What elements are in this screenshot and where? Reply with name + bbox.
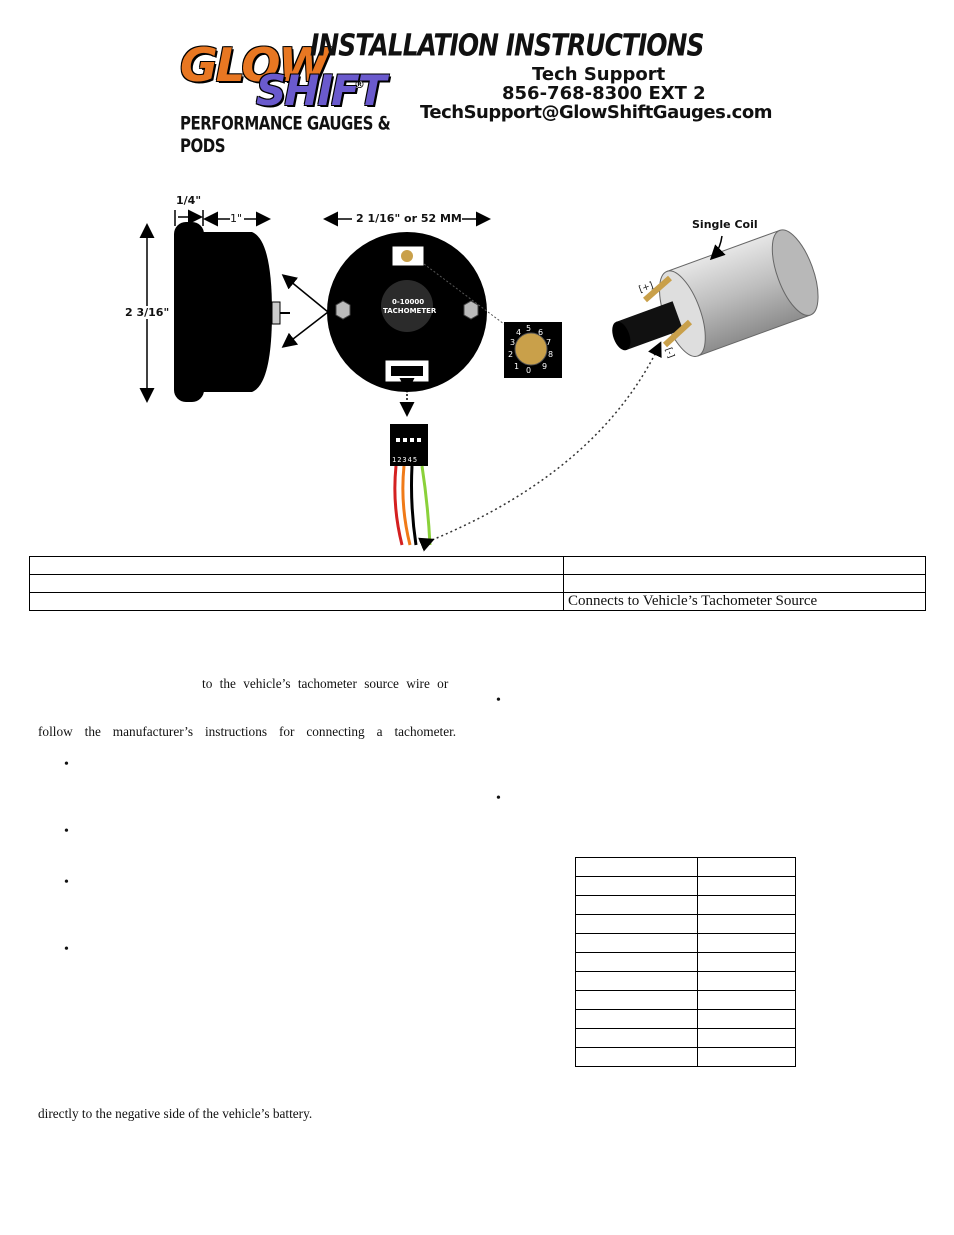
table-cell <box>697 857 796 877</box>
gauge-range-label: 0-10000 <box>392 298 425 306</box>
table-cell <box>29 592 564 611</box>
table-cell <box>575 971 698 991</box>
dial-number: 4 <box>516 328 522 337</box>
table-cell <box>697 1009 796 1029</box>
table-cell <box>575 952 698 972</box>
logo-shift-text: SHIFT <box>256 66 386 115</box>
connector-pins-label: 12345 <box>392 456 419 464</box>
bullet-marker: • <box>64 824 69 839</box>
table-cell: Connects to Vehicle’s Tachometer Source <box>563 592 926 611</box>
bullet-marker: • <box>496 791 501 806</box>
wires <box>393 465 432 546</box>
coil-label-arrow <box>709 235 726 261</box>
table-cell <box>563 574 926 593</box>
table-row: Connects to Vehicle’s Tachometer Source <box>29 592 926 611</box>
table-cell <box>29 556 564 575</box>
table-cell <box>697 1047 796 1067</box>
dial-number: 3 <box>510 338 516 347</box>
table-cell <box>697 971 796 991</box>
table-row <box>575 876 796 896</box>
table-row <box>575 895 796 915</box>
table-row <box>29 574 926 593</box>
bullet-marker: • <box>64 942 69 957</box>
table-cell <box>575 1028 698 1048</box>
table-row <box>575 952 796 972</box>
page-title: INSTALLATION INSTRUCTIONS <box>310 28 704 63</box>
rpm-setting-table <box>575 857 796 1067</box>
instruction-line-2: follow the manufacturer’s instructions f… <box>38 724 457 739</box>
dial-number: 0 <box>526 366 532 375</box>
support-email: TechSupport@GlowShiftGauges.com <box>420 102 772 123</box>
dial-number: 5 <box>526 324 532 333</box>
bullet-marker: • <box>496 693 501 708</box>
support-label: Tech Support <box>532 64 666 85</box>
logo: GLOW SHIFT ® PERFORMANCE GAUGES & PODS <box>178 38 418 157</box>
dim-diameter-label: 2 1/16" or 52 MM <box>356 212 462 225</box>
ignition-coil <box>612 229 819 357</box>
logo-glow-text: GLOW <box>180 38 329 92</box>
table-row <box>575 990 796 1010</box>
table-cell <box>575 857 698 877</box>
table-row <box>29 556 926 575</box>
table-row <box>575 914 796 934</box>
table-cell <box>575 1047 698 1067</box>
table-row <box>575 1028 796 1048</box>
table-cell <box>29 574 564 593</box>
table-cell <box>697 895 796 915</box>
table-cell <box>575 895 698 915</box>
table-cell <box>697 952 796 972</box>
bullet-marker: • <box>64 757 69 772</box>
table-cell <box>575 933 698 953</box>
coil-label: Single Coil <box>692 218 758 231</box>
coil-connection-line <box>418 341 662 552</box>
bullet-marker: • <box>64 875 69 890</box>
dim-height-label: 2 3/16" <box>125 306 170 319</box>
dim-bezel-label: 1/4" <box>176 194 202 207</box>
dial-number: 7 <box>546 338 552 347</box>
dial-number: 1 <box>514 362 520 371</box>
dial-number: 6 <box>538 328 544 337</box>
logo-tagline: PERFORMANCE GAUGES & PODS <box>180 112 391 157</box>
instruction-line-1: to the vehicle’s tachometer source wire … <box>202 676 449 691</box>
dial-numbers: 5 6 7 8 9 0 1 2 3 4 <box>504 322 562 378</box>
table-cell <box>575 990 698 1010</box>
gauge-side-view <box>174 222 290 402</box>
registered-mark: ® <box>354 78 365 91</box>
table-cell <box>575 1009 698 1029</box>
table-cell <box>697 876 796 896</box>
gauge-name-label: TACHOMETER <box>383 307 437 315</box>
table-cell <box>697 933 796 953</box>
table-cell <box>575 876 698 896</box>
table-cell <box>697 1028 796 1048</box>
dial-number: 2 <box>508 350 514 359</box>
table-cell <box>563 556 926 575</box>
dial-number: 9 <box>542 362 548 371</box>
table-row <box>575 1047 796 1067</box>
gauge-wiring-diagram <box>139 209 819 552</box>
wire-color-table: Connects to Vehicle’s Tachometer Source <box>29 556 926 611</box>
support-phone: 856-768-8300 EXT 2 <box>502 83 706 104</box>
table-cell <box>697 990 796 1010</box>
table-row <box>575 971 796 991</box>
dial-number: 8 <box>548 350 554 359</box>
instruction-line-3: directly to the negative side of the veh… <box>38 1106 313 1121</box>
dim-depth-label: 1" <box>230 212 243 225</box>
table-row <box>575 1009 796 1029</box>
table-cell <box>575 914 698 934</box>
table-row <box>575 857 796 877</box>
table-row <box>575 933 796 953</box>
table-cell <box>697 914 796 934</box>
